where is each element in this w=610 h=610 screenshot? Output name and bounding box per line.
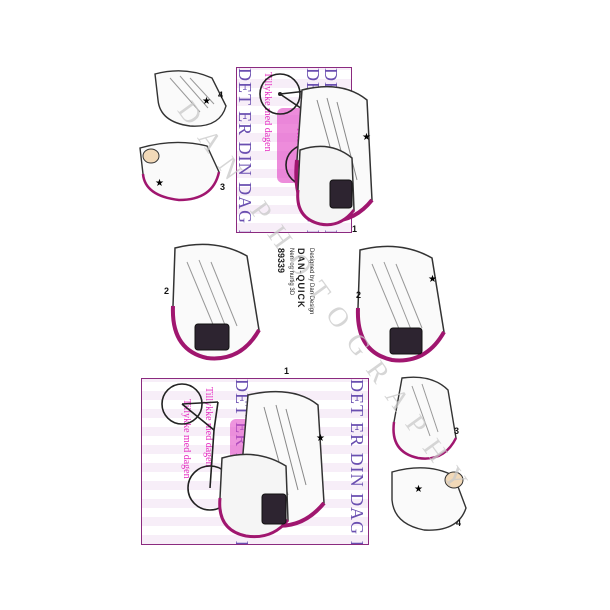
- svg-text:★: ★: [428, 274, 437, 285]
- sneaker-piece-2: [170, 243, 261, 361]
- sneaker-piece-3: [392, 376, 458, 460]
- piece-number: 4: [218, 90, 224, 100]
- svg-text:★: ★: [316, 433, 325, 444]
- sneaker-piece-4: ★: [391, 467, 467, 531]
- piece-number: 4: [456, 518, 462, 528]
- sneaker-illustration: [296, 145, 356, 227]
- piece-number: 3: [454, 426, 460, 436]
- svg-text:★: ★: [414, 484, 423, 495]
- svg-text:★: ★: [362, 132, 371, 143]
- piece-number: 2: [164, 286, 170, 296]
- bicycle-illustration: [161, 383, 233, 511]
- piece-number: 3: [220, 182, 226, 192]
- panel-text-main: DET ER DIN DAG I DAG: [347, 379, 367, 545]
- piece-number: 1: [284, 366, 290, 376]
- sneaker-piece-3: ★: [139, 141, 221, 202]
- svg-text:★: ★: [155, 178, 164, 189]
- piece-number: 2: [356, 290, 362, 300]
- svg-text:★: ★: [202, 96, 211, 107]
- sneaker-piece-4: ★: [154, 70, 227, 127]
- sneaker-piece-2: ★: [355, 245, 446, 363]
- piece-number: 1: [352, 224, 358, 234]
- sneaker-illustration: [218, 453, 290, 539]
